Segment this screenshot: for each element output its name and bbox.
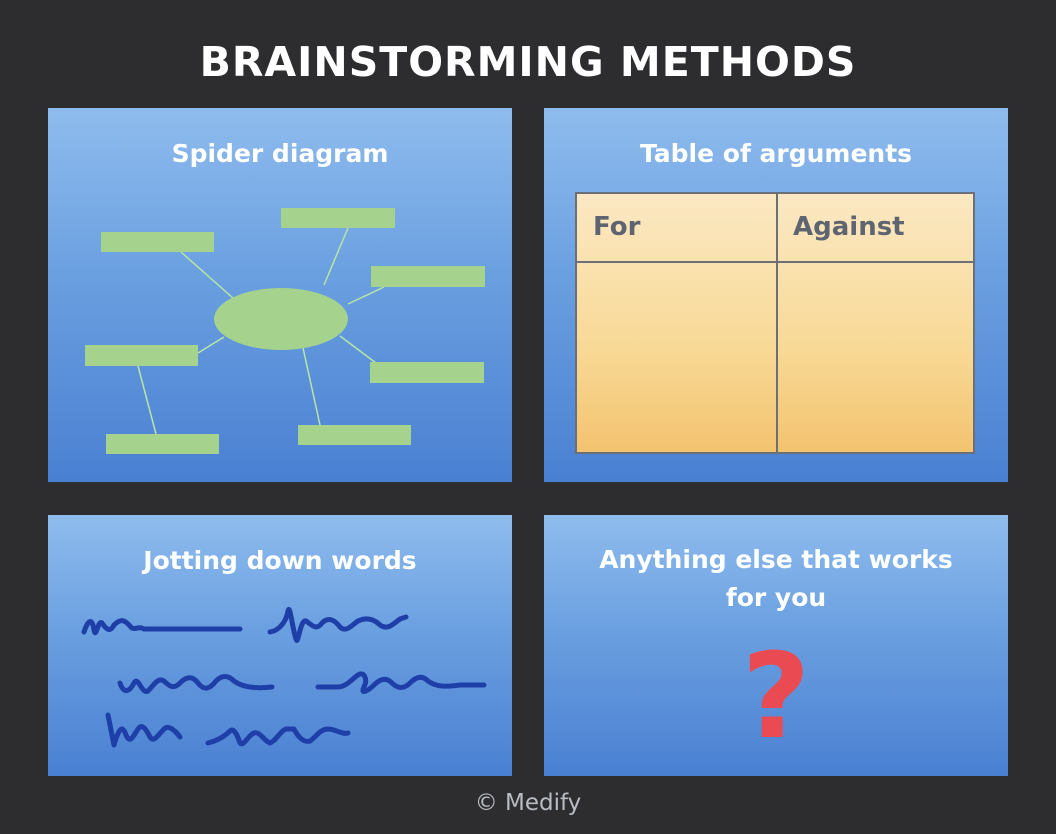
spider-branch-box: [370, 362, 484, 383]
anything-else-title-line1: Anything else that works: [599, 545, 953, 574]
spider-center-node: [214, 288, 348, 350]
arguments-table: For Against: [575, 192, 975, 454]
anything-else-title-line2: for you: [725, 583, 827, 612]
table-of-arguments-title: Table of arguments: [639, 139, 913, 168]
spider-branch-box: [298, 425, 411, 445]
spider-diagram-panel: Spider diagram: [48, 108, 512, 482]
scribble-word: [81, 618, 243, 636]
jotting-down-words-title: Jotting down words: [143, 546, 417, 575]
spider-branch-box: [106, 434, 219, 454]
scribble-word: [267, 606, 409, 643]
anything-else-panel: Anything else that works for you ?: [544, 515, 1008, 776]
scribble-illustration: [81, 606, 487, 748]
spider-connector: [137, 365, 157, 435]
spider-connector: [302, 347, 321, 426]
scribble-word: [117, 674, 275, 694]
spider-connector: [197, 336, 225, 354]
copyright-footer: © Medify: [474, 790, 582, 816]
scribble-word: [205, 726, 351, 747]
spider-diagram-illustration: [85, 208, 485, 454]
spider-connector: [339, 335, 377, 364]
table-column-divider: [776, 194, 778, 452]
table-of-arguments-panel: Table of arguments For Against: [544, 108, 1008, 482]
spider-branch-box: [281, 208, 395, 228]
jotting-down-words-panel: Jotting down words: [48, 515, 512, 776]
question-mark-icon: ?: [741, 627, 811, 765]
table-header-for: For: [593, 212, 641, 242]
spider-connector: [323, 227, 349, 286]
spider-connector: [180, 251, 235, 300]
page-title: BRAINSTORMING METHODS: [199, 38, 857, 86]
spider-branch-box: [371, 266, 485, 287]
scribble-word: [105, 712, 183, 748]
table-header-divider: [577, 261, 973, 263]
spider-branch-box: [85, 345, 198, 366]
spider-diagram-title: Spider diagram: [171, 139, 389, 168]
spider-branch-box: [101, 232, 214, 252]
scribble-word: [315, 671, 487, 694]
table-header-against: Against: [793, 212, 905, 242]
spider-connector: [347, 286, 385, 305]
